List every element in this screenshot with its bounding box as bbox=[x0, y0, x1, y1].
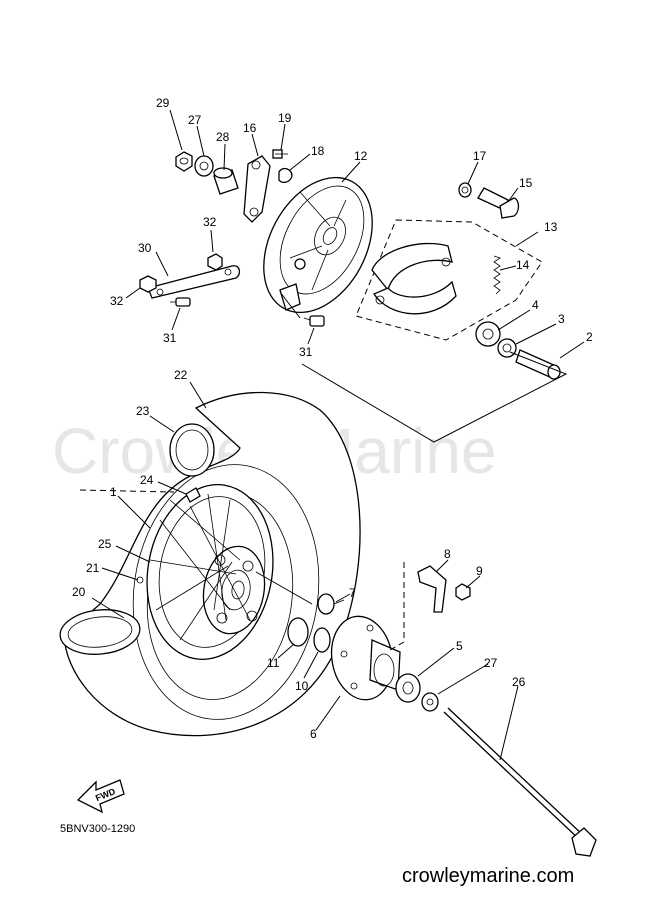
callout-4: 4 bbox=[532, 298, 539, 312]
callout-28: 28 bbox=[216, 130, 230, 144]
callout-26: 26 bbox=[512, 675, 526, 689]
callout-23: 23 bbox=[136, 404, 150, 418]
nut-29 bbox=[175, 151, 193, 172]
nut-32-left bbox=[139, 275, 157, 293]
callout-24: 24 bbox=[140, 473, 154, 487]
indicator-plate-18 bbox=[278, 167, 293, 183]
guide-line-left bbox=[79, 489, 175, 493]
collar-2 bbox=[515, 349, 561, 380]
callout-17: 17 bbox=[473, 149, 487, 163]
callout-1: 1 bbox=[110, 485, 117, 499]
callout-27-lower: 27 bbox=[484, 656, 498, 670]
o-ring-11 bbox=[287, 617, 309, 647]
callout-25: 25 bbox=[98, 537, 112, 551]
callout-8: 8 bbox=[444, 547, 451, 561]
callout-32-top: 32 bbox=[203, 215, 217, 229]
spring-14 bbox=[493, 255, 501, 295]
callout-3: 3 bbox=[558, 312, 565, 326]
callout-20: 20 bbox=[72, 585, 86, 599]
bolt-19 bbox=[272, 149, 288, 159]
callout-29: 29 bbox=[156, 96, 170, 110]
valve-24 bbox=[185, 487, 201, 503]
site-url: crowleymarine.com bbox=[402, 865, 574, 887]
fwd-arrow-icon: FWD bbox=[76, 779, 125, 814]
bolt-32-top bbox=[207, 253, 223, 271]
o-ring-10 bbox=[313, 627, 331, 653]
bearing-5 bbox=[395, 673, 421, 703]
callout-21: 21 bbox=[86, 561, 100, 575]
callout-14: 14 bbox=[516, 258, 530, 272]
callout-7: 7 bbox=[349, 586, 356, 600]
brake-shoe-13 bbox=[371, 242, 457, 315]
callout-30: 30 bbox=[138, 241, 152, 255]
callout-5: 5 bbox=[456, 639, 463, 653]
collar-28 bbox=[213, 167, 239, 195]
callout-6: 6 bbox=[310, 727, 317, 741]
callout-13: 13 bbox=[544, 220, 558, 234]
plate-8 bbox=[417, 565, 447, 613]
oil-seal-17 bbox=[458, 182, 472, 198]
bolt-7 bbox=[317, 593, 345, 615]
bearing-4 bbox=[475, 321, 501, 347]
callout-32-left: 32 bbox=[110, 294, 124, 308]
axle-26 bbox=[443, 707, 597, 857]
callout-11: 11 bbox=[267, 656, 280, 670]
washer-27-upper bbox=[194, 155, 214, 177]
callout-2: 2 bbox=[586, 330, 593, 344]
rim-band-20 bbox=[59, 609, 141, 655]
bolt-31-left bbox=[170, 297, 191, 307]
clutch-hub-6 bbox=[330, 615, 401, 701]
oil-seal-3 bbox=[497, 338, 517, 358]
callout-9: 9 bbox=[476, 564, 483, 578]
washer-27-lower bbox=[421, 692, 439, 712]
callout-18: 18 bbox=[311, 144, 325, 158]
drawing-code: 5BNV300-1290 bbox=[60, 823, 135, 835]
brake-cam-15 bbox=[477, 187, 520, 219]
brake-shoe-plate-12 bbox=[263, 176, 373, 314]
brake-rod-30 bbox=[147, 265, 241, 299]
guide-line-right bbox=[389, 562, 405, 651]
brake-cam-lever-16 bbox=[243, 155, 271, 223]
tube-23 bbox=[169, 423, 215, 477]
callout-16: 16 bbox=[243, 121, 257, 135]
callout-31-left: 31 bbox=[163, 331, 177, 345]
callout-12: 12 bbox=[354, 149, 368, 163]
spokes-25 bbox=[149, 493, 251, 641]
callout-27-upper: 27 bbox=[188, 113, 202, 127]
callout-15: 15 bbox=[519, 176, 533, 190]
bolt-31-right bbox=[303, 315, 325, 327]
shoe-assembly-outline bbox=[355, 219, 543, 341]
callout-10: 10 bbox=[295, 679, 309, 693]
callout-31-right: 31 bbox=[299, 345, 313, 359]
callout-19: 19 bbox=[278, 111, 292, 125]
callout-22: 22 bbox=[174, 368, 188, 382]
